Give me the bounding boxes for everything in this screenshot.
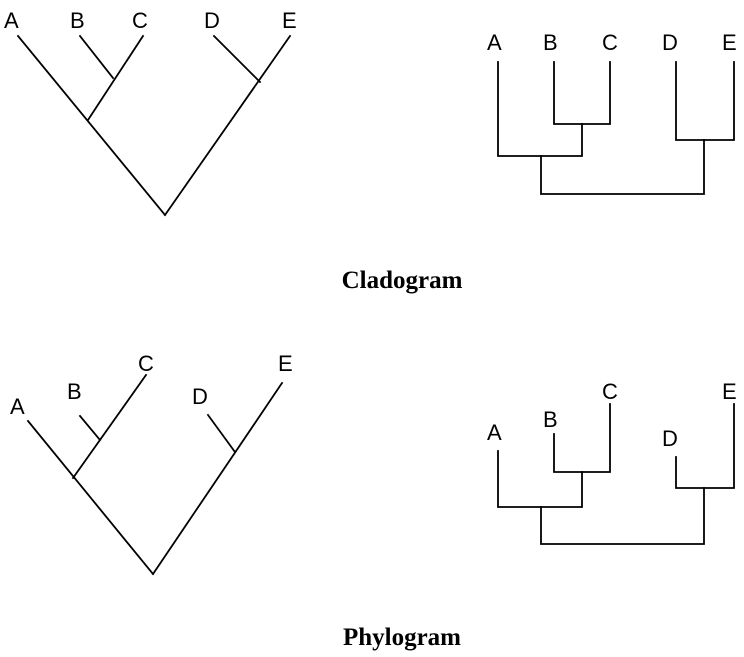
branch [553,403,611,473]
phylogram-caption: Phylogram [343,624,461,651]
taxon-label-e: E [278,351,293,376]
taxon-label-d: D [204,8,220,33]
branch [553,61,611,125]
cladogram-caption: Cladogram [342,267,463,294]
branch [206,413,237,454]
phylogram-rectangular-tree: A B C D E [487,379,737,545]
taxon-label-d: D [662,30,678,55]
cladogram-rectangular-tree: A B C D E [487,30,737,195]
branch [26,419,155,576]
branch [71,373,148,480]
taxon-label-c: C [602,379,618,404]
branch [497,450,583,508]
branch [163,34,292,217]
branch [151,381,284,576]
branch [78,414,102,442]
taxon-label-b: B [70,8,85,33]
taxon-label-b: B [543,407,558,432]
taxon-label-a: A [487,420,502,445]
branch [86,34,145,122]
taxon-label-d: D [192,384,208,409]
branch [497,61,583,157]
taxon-label-a: A [10,394,25,419]
cladogram-slanted-tree: A B C D E [4,8,297,217]
taxon-label-a: A [487,30,502,55]
phylogram-slanted-tree: A B C D E [10,351,293,576]
taxon-label-c: C [602,30,618,55]
taxon-label-a: A [4,8,19,33]
taxon-label-e: E [282,8,297,33]
branch [16,34,167,217]
taxon-label-c: C [132,8,148,33]
taxon-label-c: C [138,351,154,376]
branch [212,34,262,84]
taxon-label-d: D [662,426,678,451]
taxon-label-e: E [722,379,737,404]
branch [540,487,705,545]
branch [675,403,735,489]
branch [675,61,735,141]
branch [540,139,705,195]
taxon-label-e: E [722,30,737,55]
taxon-label-b: B [543,30,558,55]
branch [78,34,115,80]
taxon-label-b: B [67,379,82,404]
